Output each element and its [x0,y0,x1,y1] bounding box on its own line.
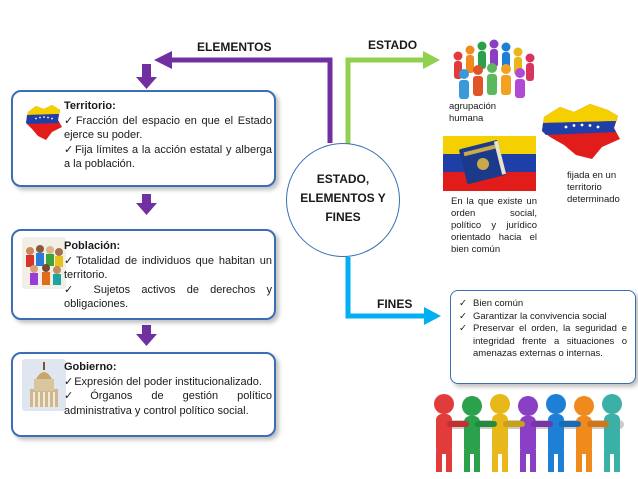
territorio-text: Territorio: Fracción del espacio en que … [64,99,272,172]
fines-label: FINES [377,297,413,311]
poblacion-text: Población: Totalidad de individuos que h… [64,239,272,312]
fines-item-2: Garantizar la convivencia social [459,311,627,324]
venezuela-map-large-icon [542,104,620,159]
gobierno-title: Gobierno: [64,361,117,373]
fijada-note: fijada en un territorio determinado [567,170,620,205]
territorio-bullet-2: Fija límites a la acción estatal y alber… [64,143,272,172]
down-arrow-2 [136,194,157,215]
poblacion-card: Población: Totalidad de individuos que h… [11,229,276,320]
central-title-line1: ESTADO, [316,172,370,186]
gobierno-card: Gobierno: Expresión del poder institucio… [11,352,276,437]
fines-item-3: Preservar el orden, la seguridad e integ… [459,323,627,361]
central-title-line3: FINES [325,210,361,224]
poblacion-bullet-2: Sujetos activos de derechos y obligacion… [64,283,272,312]
territorio-card: Territorio: Fracción del espacio en que … [11,90,276,187]
holding-hands-people-icon [434,394,624,472]
people-group-icon [453,39,535,99]
gobierno-bullet-2: Órganos de gestión político administrati… [64,389,272,418]
estado-connector [345,57,424,146]
fines-connector [345,257,424,319]
estado-label: ESTADO [368,38,418,52]
fines-card: Bien común Garantizar la convivencia soc… [450,290,636,384]
down-arrow-1 [136,64,157,89]
constitution-book-icon [443,136,536,191]
population-icon [22,237,66,289]
elementos-connector [170,57,333,143]
orden-note: En la que existe un orden social, políti… [451,196,537,255]
poblacion-bullet-1: Totalidad de individuos que habitan un t… [64,254,272,283]
elementos-arrowhead [154,51,172,69]
down-arrow-3 [136,325,157,346]
fines-item-1: Bien común [459,298,627,311]
gobierno-bullet-1: Expresión del poder institucionalizado. [64,375,272,390]
territorio-title: Territorio: [64,100,116,112]
capitol-building-icon [22,359,66,411]
central-circle: ESTADO, ELEMENTOS Y FINES [286,143,400,257]
agrupacion-note: agrupación humana [449,101,497,124]
poblacion-title: Población: [64,240,121,252]
fines-arrowhead [424,307,441,325]
venezuela-map-icon [22,96,66,148]
estado-arrowhead [423,51,440,69]
fines-list: Bien común Garantizar la convivencia soc… [459,298,627,361]
central-title: ESTADO, ELEMENTOS Y FINES [287,170,399,227]
gobierno-text: Gobierno: Expresión del poder institucio… [64,360,272,418]
territorio-bullet-1: Fracción del espacio en que el Estado ej… [64,114,272,143]
central-title-line2: ELEMENTOS Y [300,191,386,205]
elementos-label: ELEMENTOS [197,40,272,54]
